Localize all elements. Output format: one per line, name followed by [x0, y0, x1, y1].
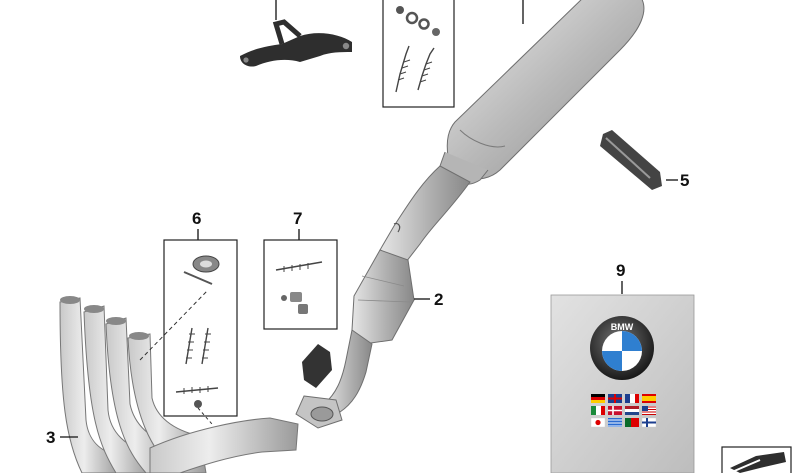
flag-icon [596, 406, 601, 415]
kit-frame [263, 239, 338, 330]
spring-icon [201, 327, 209, 365]
callout-3: 3 [46, 428, 55, 447]
spring-icon [395, 45, 410, 93]
bracket-hole [342, 42, 350, 50]
header-collector [149, 417, 299, 473]
spacer-icon [298, 304, 308, 314]
owner-booklet: 9 BMW [550, 261, 695, 473]
flag-icon [595, 419, 601, 426]
spring-coils [397, 59, 411, 81]
bolt-head [281, 295, 287, 301]
washer-icon [418, 18, 430, 30]
pipe-outlet [310, 406, 334, 422]
spacer-icon [290, 292, 302, 302]
flag-icon [625, 394, 630, 403]
exhaust-silhouette-highlight [731, 459, 761, 473]
mid-pipe: 2 [295, 165, 471, 429]
bracket-arm [272, 19, 302, 45]
spring-coils [186, 333, 195, 359]
flag-icon [635, 394, 639, 403]
pipe-mark [393, 222, 401, 233]
spring-icon [185, 327, 193, 365]
clamp: 5 [600, 130, 689, 190]
bmw-logo-quadrant [602, 351, 622, 371]
bolt-head [396, 6, 404, 14]
exhaust-header: 3 [46, 296, 299, 473]
flag-icon [642, 406, 656, 415]
silencer-body [446, 0, 645, 180]
flag-icon [642, 418, 656, 427]
flag-icon [625, 418, 631, 427]
bracket-plate [240, 33, 352, 67]
language-flags [590, 394, 657, 428]
header-port [106, 317, 126, 325]
callout-7: 7 [293, 209, 302, 228]
catalytic-converter [351, 249, 415, 345]
silencer-seam [459, 129, 506, 148]
spring-kit-box: 7 [263, 209, 338, 330]
callout-5: 5 [680, 171, 689, 190]
hanger-bracket [240, 0, 352, 67]
spring-coils [202, 333, 211, 359]
callout-9: 9 [616, 261, 625, 280]
flag-icon [591, 400, 605, 403]
kit-frame [163, 239, 238, 417]
washer-icon [405, 11, 419, 25]
bolt-head [194, 400, 202, 408]
gasket-hole [200, 260, 212, 268]
spring-coils [283, 263, 309, 272]
flag-icon [642, 406, 656, 415]
spring-icon [275, 261, 323, 271]
flag-icon [625, 406, 639, 409]
flag-icon [631, 418, 639, 427]
header-tube-3 [105, 317, 179, 473]
stud-icon [183, 271, 213, 285]
flag-icon [591, 406, 596, 415]
flag-icon [625, 409, 639, 412]
bmw-logo-text: BMW [611, 322, 634, 332]
spring-icon [175, 387, 219, 393]
assembly-line [139, 289, 209, 361]
bracket-hole [243, 57, 249, 63]
rubber-mount [302, 344, 332, 388]
gasket-kit-box: 6 [139, 209, 238, 425]
flag-icon [642, 396, 656, 401]
nut-icon [432, 28, 440, 36]
flag-icon [608, 406, 622, 415]
pipe-upper [379, 165, 471, 263]
icon-frame [721, 446, 792, 473]
flag-icon [630, 394, 635, 403]
kit-frame [382, 0, 455, 108]
header-tube-2 [83, 305, 151, 473]
converter-seams [357, 275, 411, 303]
exhaust-system-icon [721, 446, 792, 473]
flag-icon [591, 397, 605, 400]
header-port [84, 305, 104, 313]
callout-6: 6 [192, 209, 201, 228]
spring-coils [419, 61, 433, 83]
header-port [60, 296, 80, 304]
flag-icon [608, 419, 622, 427]
callout-2: 2 [434, 290, 443, 309]
flag-icon [608, 394, 622, 403]
header-port [129, 332, 149, 340]
mounting-kit-box [382, 0, 455, 108]
clamp-highlight [605, 137, 651, 179]
flag-icon [642, 406, 648, 411]
spring-coils [183, 386, 209, 394]
flag-icon [601, 406, 605, 415]
bmw-logo-quadrant [622, 331, 642, 351]
